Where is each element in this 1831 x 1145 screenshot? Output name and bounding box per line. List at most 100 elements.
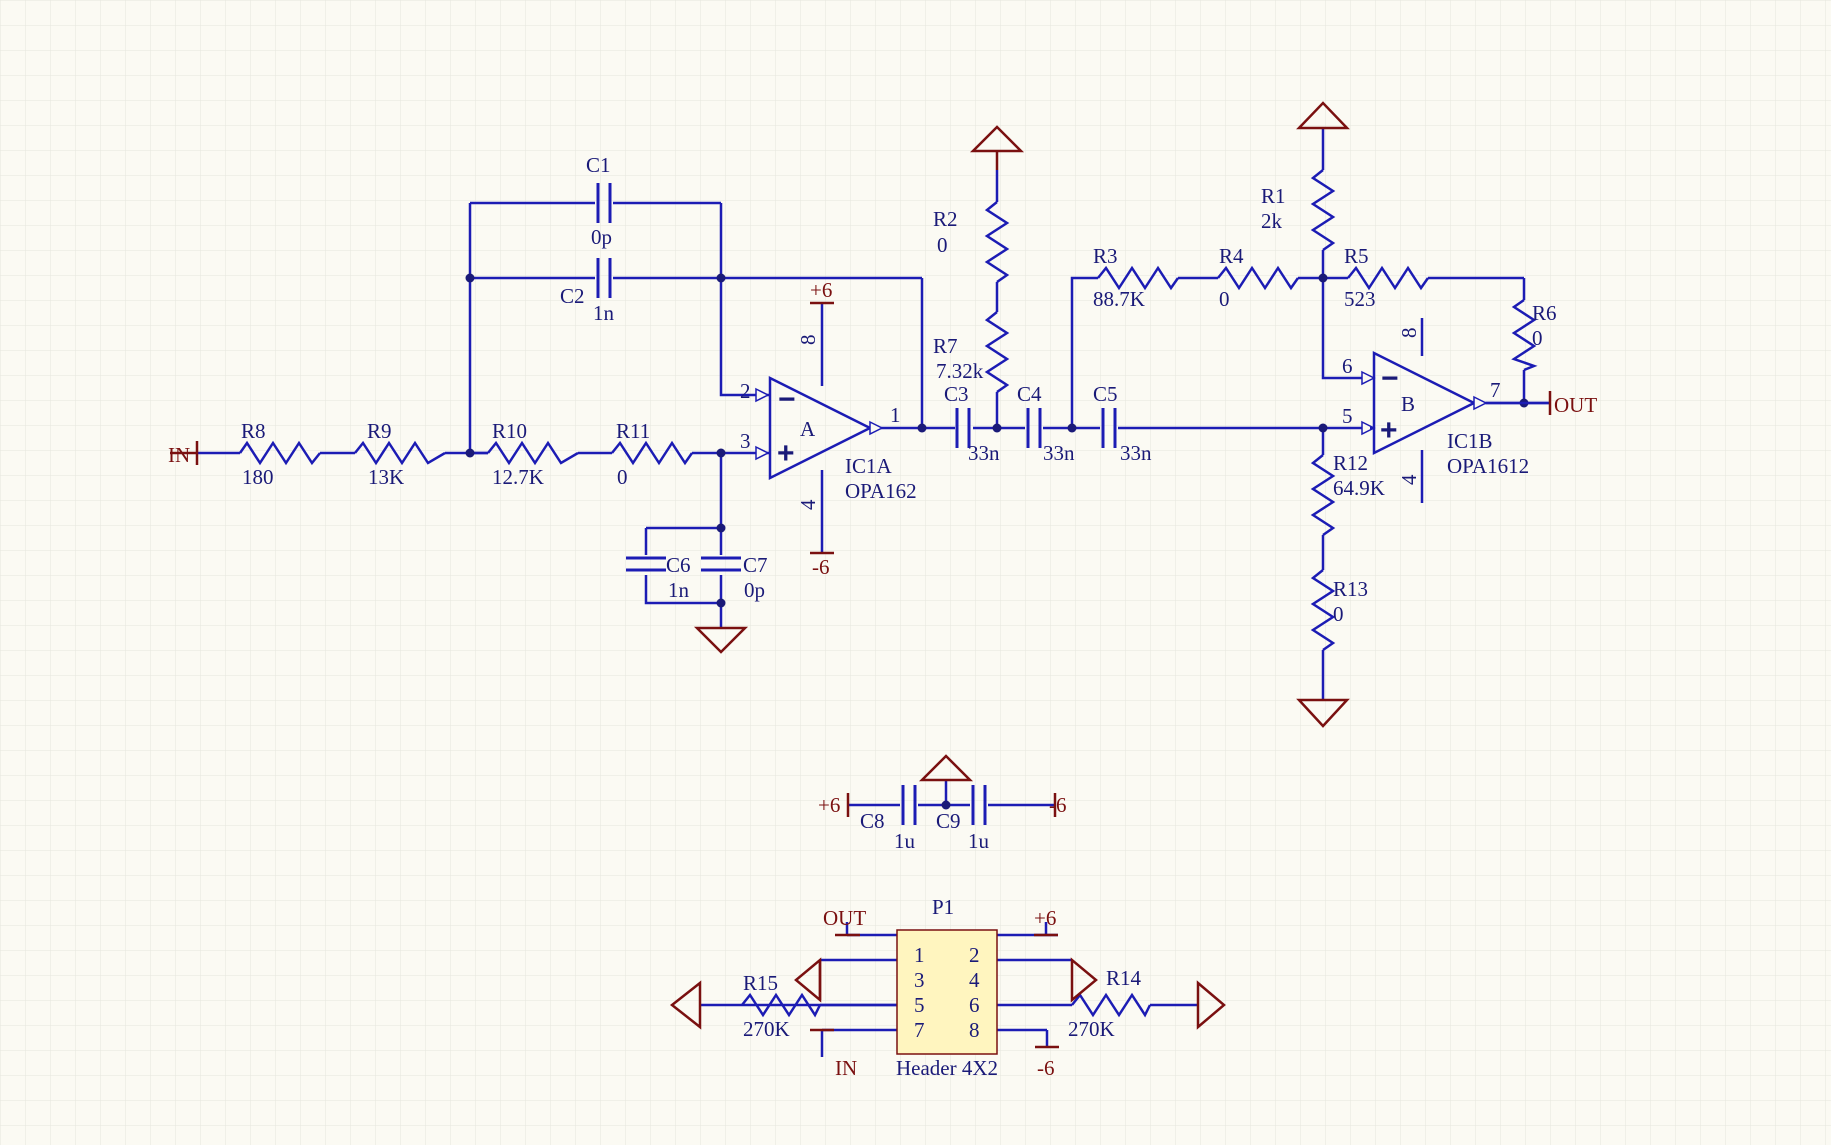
capacitor-c3[interactable] [955, 408, 971, 448]
c8-designator: C8 [860, 809, 885, 833]
ground-icon-c7 [693, 626, 749, 654]
header-pin8: 8 [969, 1018, 980, 1042]
opamp-a-minus: − [778, 383, 796, 416]
r13-designator: R13 [1333, 577, 1368, 601]
net-label-vpos-decoupling: +6 [818, 793, 840, 817]
net-label-in-header: IN [835, 1056, 857, 1080]
header-part: Header 4X2 [896, 1056, 998, 1080]
capacitor-c1[interactable] [596, 183, 612, 223]
c3-designator: C3 [944, 382, 969, 406]
r1-designator: R1 [1261, 184, 1286, 208]
resistor-r9[interactable] [354, 440, 446, 466]
opamp-a-unit: A [800, 417, 816, 441]
resistor-r14[interactable] [1071, 992, 1152, 1018]
c9-value: 1u [968, 829, 990, 853]
r15-designator: R15 [743, 971, 778, 995]
c6-designator: C6 [666, 553, 691, 577]
header-pin1: 1 [914, 943, 925, 967]
in-port-icon[interactable] [170, 441, 199, 465]
c3-value: 33n [968, 441, 1000, 465]
net-label-vpos-header: +6 [1034, 906, 1056, 930]
capacitors [596, 183, 1117, 825]
resistor-r15[interactable] [741, 992, 822, 1018]
r3-designator: R3 [1093, 244, 1118, 268]
capacitor-c9[interactable] [971, 785, 987, 825]
c2-value: 1n [593, 301, 615, 325]
c4-designator: C4 [1017, 382, 1042, 406]
resistor-r12[interactable] [1310, 454, 1336, 537]
opamp-a-part: OPA162 [845, 479, 917, 503]
header-p1[interactable] [896, 929, 998, 1055]
r7-value: 7.32k [936, 359, 984, 383]
header-pin4: 4 [969, 968, 980, 992]
capacitor-c4[interactable] [1026, 408, 1042, 448]
net-label-vneg-opamp: -6 [812, 555, 830, 579]
header-designator: P1 [932, 895, 954, 919]
capacitor-c2[interactable] [596, 258, 612, 298]
net-label-out-header: OUT [823, 906, 866, 930]
header-pin2: 2 [969, 943, 980, 967]
resistor-r1[interactable] [1310, 169, 1336, 252]
r15-value: 270K [743, 1017, 790, 1041]
resistor-r10[interactable] [487, 440, 579, 466]
r10-value: 12.7K [492, 465, 544, 489]
resistor-r3[interactable] [1097, 265, 1180, 291]
net-label-vneg-header: -6 [1037, 1056, 1055, 1080]
header-ref-right-icon [1070, 957, 1098, 1003]
opamp-a-pin4: 4 [796, 499, 820, 510]
opamp-ic1a[interactable] [755, 375, 884, 481]
net-label-vneg-decoupling: -6 [1049, 793, 1067, 817]
opamp-b-pin6: 6 [1342, 354, 1353, 378]
r12-value: 64.9K [1333, 476, 1385, 500]
reference-icon-r1 [1296, 101, 1350, 130]
net-label-in: IN [168, 443, 190, 467]
net-label-out: OUT [1554, 393, 1597, 417]
r13-value: 0 [1333, 602, 1344, 626]
header-ref-left-icon [794, 957, 822, 1003]
opamp-b-plus: + [1380, 414, 1398, 447]
c2-designator: C2 [560, 284, 585, 308]
r4-designator: R4 [1219, 244, 1244, 268]
r11-value: 0 [617, 465, 628, 489]
header-pin7: 7 [914, 1018, 925, 1042]
resistor-r8[interactable] [238, 440, 321, 466]
opamp-b-leads [1370, 401, 1550, 430]
resistor-r7[interactable] [984, 311, 1010, 394]
opamp-b-pin5: 5 [1342, 404, 1353, 428]
r3-value: 88.7K [1093, 287, 1145, 311]
header-pin5: 5 [914, 993, 925, 1017]
resistor-r2[interactable] [984, 201, 1010, 284]
resistor-r13[interactable] [1310, 569, 1336, 652]
opamp-a-pin2: 2 [740, 379, 751, 403]
opamp-a-pin3: 3 [740, 429, 751, 453]
header-pin3: 3 [914, 968, 925, 992]
opamp-b-pin8: 8 [1397, 328, 1421, 339]
opamp-ic1b[interactable] [1361, 350, 1488, 456]
resistor-r6[interactable] [1511, 298, 1538, 372]
opamp-a-pin8: 8 [796, 335, 820, 346]
c5-designator: C5 [1093, 382, 1118, 406]
ground-icon-r13 [1296, 698, 1350, 728]
decoupling-ref-icon [918, 754, 974, 782]
r1-value: 2k [1261, 209, 1283, 233]
resistor-r4[interactable] [1217, 265, 1300, 291]
opamp-b-designator: IC1B [1447, 429, 1493, 453]
r10-designator: R10 [492, 419, 527, 443]
opamp-a-designator: IC1A [845, 454, 893, 478]
capacitor-c6[interactable] [626, 556, 666, 572]
c1-designator: C1 [586, 153, 611, 177]
r2-value: 0 [937, 233, 948, 257]
junctions [465, 273, 1529, 810]
power-symbols [170, 101, 1552, 1049]
net-label-vpos-opamp: +6 [810, 278, 832, 302]
c4-value: 33n [1043, 441, 1075, 465]
capacitor-c7[interactable] [701, 556, 741, 572]
resistor-r11[interactable] [611, 440, 694, 466]
r8-designator: R8 [241, 419, 266, 443]
opamp-b-pin7: 7 [1490, 378, 1501, 402]
capacitor-c5[interactable] [1101, 408, 1117, 448]
capacitor-c8[interactable] [901, 785, 917, 825]
resistor-r5[interactable] [1347, 265, 1430, 291]
r6-designator: R6 [1532, 301, 1557, 325]
